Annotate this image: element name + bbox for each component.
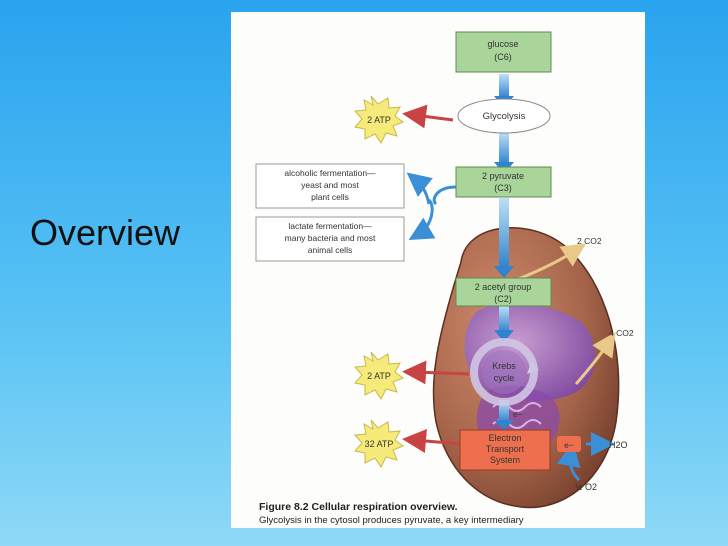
- caption-title: Figure 8.2 Cellular respiration overview…: [259, 501, 458, 513]
- electron-label: e−: [513, 410, 522, 419]
- svg-text:Krebs: Krebs: [492, 361, 516, 371]
- co2-arrow-2: [574, 332, 616, 385]
- glucose-formula: (C6): [494, 52, 512, 62]
- atp-arrow-krebs: [402, 360, 470, 385]
- svg-text:Electron: Electron: [488, 433, 521, 443]
- atp-glycolysis-label: 2 ATP: [367, 115, 391, 125]
- alcoholic-fermentation-box: alcoholic fermentation— yeast and most p…: [255, 163, 405, 209]
- flow-arrows: [494, 74, 514, 430]
- figure-panel: glucose (C6) Glycolysis 2 ATP 2 ATP 32 A…: [231, 12, 645, 528]
- svg-text:(C2): (C2): [494, 294, 512, 304]
- glycolysis-label: Glycolysis: [483, 111, 526, 122]
- lactate-fermentation-box: lactate fermentation— many bacteria and …: [255, 216, 405, 262]
- co2-first-label: 2 CO2: [577, 236, 602, 246]
- svg-text:animal cells: animal cells: [308, 245, 352, 255]
- oxygen-arrow: [556, 442, 581, 482]
- caption-text: Glycolysis in the cytosol produces pyruv…: [259, 515, 524, 526]
- atp-arrow-glycolysis: [402, 104, 454, 129]
- svg-text:many bacteria and most: many bacteria and most: [285, 233, 376, 243]
- acetyl-box: 2 acetyl group (C2): [455, 277, 552, 307]
- atp-burst-etc: 32 ATP: [353, 419, 405, 468]
- electron-out-badge: e−: [557, 436, 581, 452]
- svg-text:cycle: cycle: [494, 373, 515, 383]
- svg-text:lactate fermentation—: lactate fermentation—: [288, 221, 372, 231]
- svg-text:e−: e−: [564, 440, 574, 450]
- svg-text:plant cells: plant cells: [311, 192, 349, 202]
- glucose-box: glucose (C6): [455, 31, 552, 73]
- svg-text:2 pyruvate: 2 pyruvate: [482, 171, 524, 181]
- pyruvate-box: 2 pyruvate (C3): [455, 166, 552, 198]
- svg-text:yeast and most: yeast and most: [301, 180, 359, 190]
- krebs-cycle: Krebs cycle: [470, 338, 539, 406]
- co2-arrow-1: [515, 243, 586, 282]
- atp-burst-krebs: 2 ATP: [353, 351, 405, 400]
- respiration-diagram: glucose (C6) Glycolysis 2 ATP 2 ATP 32 A…: [255, 31, 634, 526]
- glucose-label: glucose: [487, 39, 518, 49]
- atp-burst-glycolysis: 2 ATP: [353, 95, 405, 144]
- krebs-cycle-arrowhead: [527, 362, 539, 374]
- co2-second-label: 4 CO2: [609, 328, 634, 338]
- svg-text:System: System: [490, 455, 520, 465]
- water-label: H2O: [609, 440, 628, 450]
- oxygen-label: ½ O2: [575, 482, 597, 492]
- glycolysis-node: Glycolysis: [457, 98, 551, 134]
- atp-etc-label: 32 ATP: [365, 439, 394, 449]
- etc-box: Electron Transport System: [459, 429, 551, 471]
- svg-text:(C3): (C3): [494, 183, 512, 193]
- atp-krebs-label: 2 ATP: [367, 371, 391, 381]
- atp-arrow-etc: [402, 429, 462, 453]
- svg-text:alcoholic fermentation—: alcoholic fermentation—: [284, 168, 376, 178]
- svg-text:Transport: Transport: [486, 444, 525, 454]
- fermentation-branch: [406, 172, 457, 241]
- svg-text:2 acetyl group: 2 acetyl group: [475, 282, 532, 292]
- slide-title: Overview: [30, 212, 181, 253]
